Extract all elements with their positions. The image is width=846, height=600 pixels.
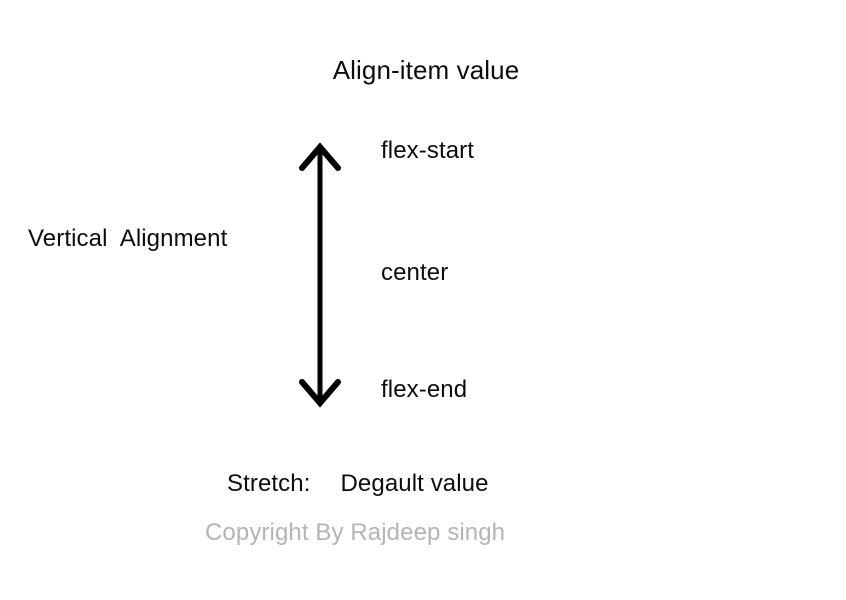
value-label-flex-end: flex-end bbox=[381, 376, 468, 403]
page-title: Align-item value bbox=[0, 57, 846, 83]
stretch-note-label: Stretch: bbox=[227, 470, 311, 497]
stretch-note: Stretch: Degault value bbox=[227, 472, 489, 496]
copyright-text: Copyright By Rajdeep singh bbox=[205, 519, 506, 546]
vertical-axis-arrow bbox=[288, 132, 352, 418]
double-arrow-icon bbox=[299, 142, 341, 408]
axis-caption: Vertical Alignment bbox=[28, 225, 228, 252]
stretch-note-value: Degault value bbox=[340, 470, 489, 497]
value-label-flex-start: flex-start bbox=[381, 137, 475, 164]
page-title-text: Align-item value bbox=[332, 55, 520, 85]
value-label-center: center bbox=[381, 259, 449, 286]
